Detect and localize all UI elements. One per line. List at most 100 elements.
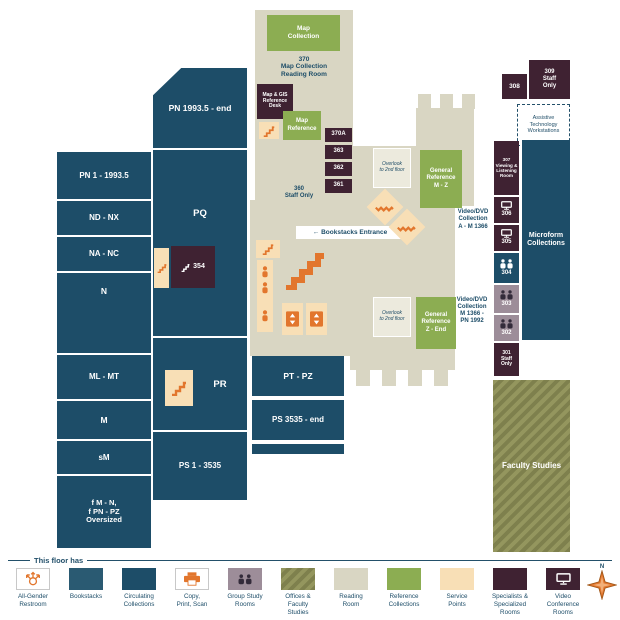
room-general-reference-mz: General Reference M - Z xyxy=(420,150,462,208)
legend-label: Service Points xyxy=(446,593,468,608)
room-362: 362 xyxy=(325,162,352,176)
stairs-overlook-1 xyxy=(366,188,404,226)
room-304-restroom: 304 xyxy=(494,253,519,283)
reading-room-swatch xyxy=(334,568,368,590)
stairs-map-area xyxy=(259,122,279,139)
room-303-label: 303 xyxy=(501,300,512,307)
legend-label: Group Study Rooms xyxy=(227,593,263,608)
elevator-2 xyxy=(306,303,327,335)
stacks-edge xyxy=(252,444,344,454)
legend-item-service-points: Service Points xyxy=(432,568,482,609)
legend-item-video-conference-rooms: Video Conference Rooms xyxy=(538,568,588,617)
overlook-north: Overlook to 2nd floor xyxy=(373,148,411,188)
grand-staircase xyxy=(282,242,324,290)
room-map-reference: Map Reference xyxy=(283,111,321,140)
legend-label: All-Gender Restroom xyxy=(17,593,49,608)
stairs-icon xyxy=(396,225,416,232)
legend-label: Specialists & Specialized Rooms xyxy=(491,593,529,616)
video-dvd-collection-mpn: Video/DVD Collection M 1366 - PN 1992 xyxy=(456,296,488,325)
legend-label: Reading Room xyxy=(339,593,363,608)
stairs-icon xyxy=(263,125,275,137)
legend-rule: This floor has xyxy=(8,556,612,565)
room-306-label: 306 xyxy=(501,211,512,218)
stairs-354 xyxy=(154,248,169,288)
room-pq-label: PQ xyxy=(193,208,207,220)
offices-faculty-studies-swatch xyxy=(281,568,315,590)
legend-item-copy-print-scan: Copy, Print, Scan xyxy=(167,568,217,609)
all-gender-restroom-swatch xyxy=(16,568,50,590)
screen-icon xyxy=(501,229,512,239)
all-gender-icon xyxy=(26,571,40,586)
person-icon xyxy=(262,310,268,322)
room-pn-1993-end: PN 1993.5 - end xyxy=(153,68,247,148)
service-points-swatch xyxy=(440,568,474,590)
legend-title: This floor has xyxy=(34,556,84,565)
stairs-icon xyxy=(374,205,394,212)
stairs-icon xyxy=(181,263,190,272)
room-sm: sM xyxy=(57,441,151,474)
people-icon xyxy=(500,259,513,269)
room-306: 306 xyxy=(494,197,519,223)
elevator-icon xyxy=(286,311,299,327)
legend-item-group-study-rooms: Group Study Rooms xyxy=(220,568,270,609)
room-309-staff-only: 309 Staff Only xyxy=(529,60,570,99)
room-307-viewing-listening: 307 Viewing & Listening Room xyxy=(494,141,519,195)
rule-line xyxy=(8,560,30,561)
carrel-bump xyxy=(434,370,448,386)
screen-icon xyxy=(555,573,571,585)
carrel-bump xyxy=(462,94,475,109)
service-point-restroom-2 xyxy=(257,302,273,332)
legend-label: Video Conference Rooms xyxy=(546,593,580,616)
legend-label: Copy, Print, Scan xyxy=(176,593,208,608)
people-icon xyxy=(500,290,513,300)
room-pt-pz: PT - PZ xyxy=(252,356,344,396)
room-f-oversized: f M - N, f PN - PZ Oversized xyxy=(57,476,151,548)
legend-item-all-gender-restroom: All-Gender Restroom xyxy=(8,568,58,609)
carrel-bump xyxy=(382,370,396,386)
room-302-label: 302 xyxy=(501,329,512,336)
room-pr-label: PR xyxy=(213,379,227,391)
copy-print-scan-swatch xyxy=(175,568,209,590)
room-ps-3535-end: PS 3535 - end xyxy=(252,400,344,440)
room-305: 305 xyxy=(494,225,519,251)
legend-item-circulating-collections: Circulating Collections xyxy=(114,568,164,609)
stairs-icon xyxy=(172,381,186,396)
room-370a: 370A xyxy=(325,128,352,142)
legend-item-reading-room: Reading Room xyxy=(326,568,376,609)
room-354-label: 354 xyxy=(193,262,205,270)
legend-label: Bookstacks xyxy=(69,593,103,600)
stairs-icon xyxy=(157,264,166,273)
compass-icon xyxy=(586,569,618,601)
room-361: 361 xyxy=(325,179,352,193)
room-na-nc: NA - NC xyxy=(57,237,151,271)
rule-line xyxy=(87,560,612,561)
room-308: 308 xyxy=(502,74,527,99)
legend-label: Offices & Faculty Studies xyxy=(285,593,311,616)
bookstacks-swatch xyxy=(69,568,103,590)
circulating-collections-swatch xyxy=(122,568,156,590)
carrel-bump xyxy=(356,370,370,386)
legend-item-reference-collections: Reference Collections xyxy=(379,568,429,609)
room-ps-1-3535: PS 1 - 3535 xyxy=(153,432,247,500)
room-faculty-studies: Faculty Studies xyxy=(493,380,570,552)
person-icon xyxy=(262,266,268,278)
elevator-icon xyxy=(310,311,323,327)
compass-north-label: N xyxy=(599,564,605,570)
legend-item-bookstacks: Bookstacks xyxy=(61,568,111,601)
room-pn-1-1993: PN 1 - 1993.5 xyxy=(57,152,151,199)
compass: N xyxy=(586,564,618,605)
room-map-collection: Map Collection xyxy=(267,15,340,51)
room-n-label: N xyxy=(100,285,108,296)
assistive-technology-workstations: Assistive Technology Workstations xyxy=(517,104,570,146)
room-305-label: 305 xyxy=(501,239,512,246)
legend-item-offices-faculty-studies: Offices & Faculty Studies xyxy=(273,568,323,617)
bookstacks-entrance-label: ← Bookstacks Entrance xyxy=(296,226,404,239)
screen-icon xyxy=(501,201,512,211)
stairs-overlook-2 xyxy=(388,208,426,246)
room-nd-nx: ND - NX xyxy=(57,201,151,235)
stairs-pr xyxy=(165,370,193,406)
room-370-label: 370 Map Collection Reading Room xyxy=(280,55,328,78)
room-n xyxy=(57,273,151,353)
room-363: 363 xyxy=(325,145,352,159)
